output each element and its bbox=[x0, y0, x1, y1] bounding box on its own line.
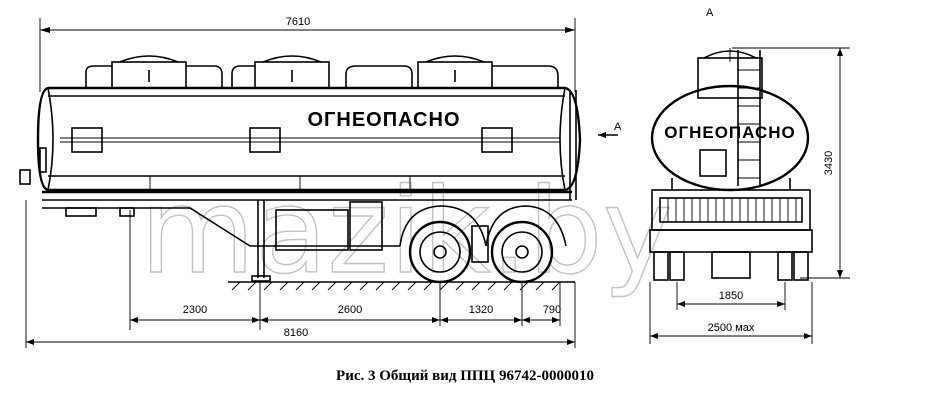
dim-height: 3430 bbox=[823, 151, 835, 175]
tank-shell bbox=[36, 86, 582, 192]
dim-width: 2500 мах bbox=[708, 322, 755, 334]
figure-caption: Рис. 3 Общий вид ППЦ 96742-0000010 bbox=[336, 368, 594, 384]
view-marker-side: А bbox=[614, 121, 622, 133]
dim-track: 1850 bbox=[719, 290, 743, 302]
view-marker-rear: А bbox=[706, 7, 714, 19]
side-view: 7610 ОГНЕОПАСНО bbox=[19, 16, 622, 348]
warning-label-side: ОГНЕОПАСНО bbox=[308, 109, 461, 131]
watermark: mazik.by bbox=[140, 162, 673, 300]
dim-frame-length: 8160 bbox=[284, 327, 308, 339]
dim-overall-length: 7610 bbox=[286, 16, 310, 28]
dim-rear-overhang: 790 bbox=[543, 304, 561, 316]
dim-to-first-axle: 2600 bbox=[338, 304, 362, 316]
rear-view: А 3430 ОГНЕОПАСНО bbox=[649, 7, 850, 344]
ground-hatching bbox=[231, 281, 561, 291]
warning-label-rear: ОГНЕОПАСНО bbox=[664, 123, 796, 142]
technical-drawing: mazik.by 7610 ОГНЕОПАСНО bbox=[19, 7, 850, 348]
dim-axle-spacing: 1320 bbox=[469, 304, 493, 316]
chassis-frame bbox=[19, 147, 572, 282]
top-domes bbox=[85, 55, 559, 89]
dim-kingpin-to-axle: 2300 bbox=[183, 304, 207, 316]
